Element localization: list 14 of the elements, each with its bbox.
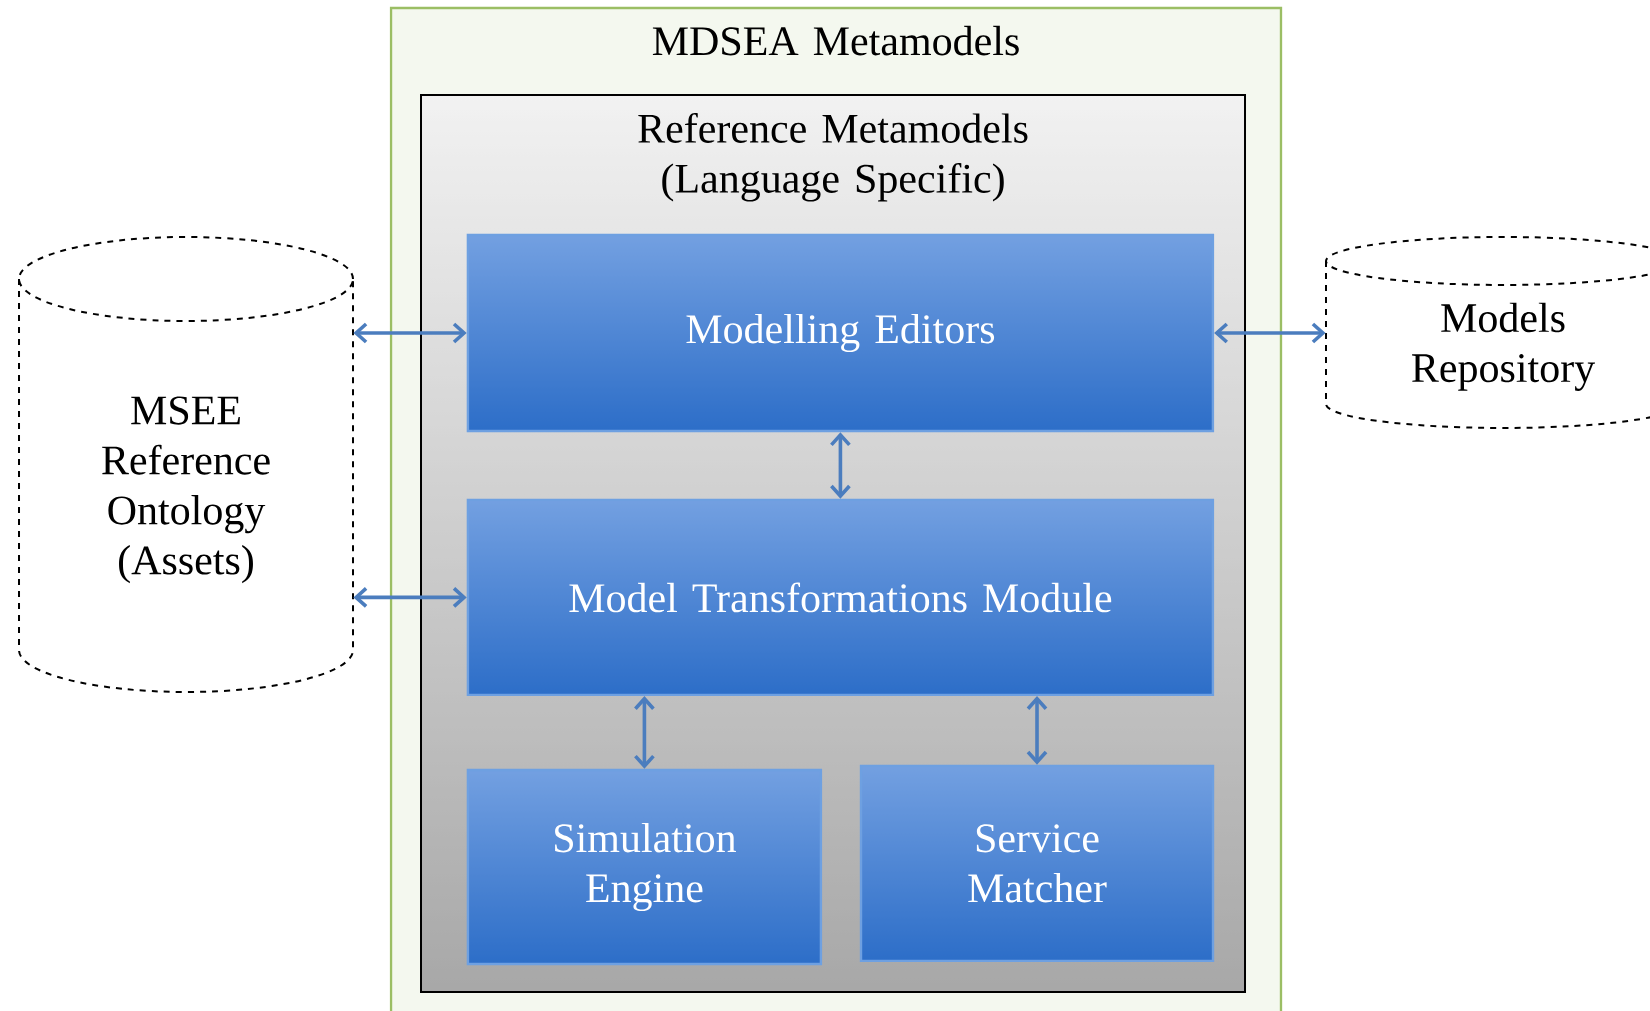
module-box: Simulation Engine: [466, 768, 823, 966]
node-label: MSEE Reference Ontology (Assets): [102, 396, 270, 584]
double-arrow: [830, 432, 851, 499]
database-cylinder: MSEE Reference Ontology (Assets): [18, 236, 354, 693]
module-box: Model Transformations Module: [466, 498, 1215, 697]
database-cylinder: Models Repository: [1325, 236, 1650, 429]
module-box: Service Matcher: [859, 764, 1215, 963]
double-arrow: [353, 322, 467, 344]
module-box: Modelling Editors: [466, 233, 1215, 433]
double-arrow: [353, 587, 467, 608]
double-arrow: [1026, 696, 1048, 765]
double-arrow: [634, 696, 655, 769]
double-arrow: [1214, 322, 1326, 344]
node-label: Models Repository: [1412, 302, 1596, 391]
